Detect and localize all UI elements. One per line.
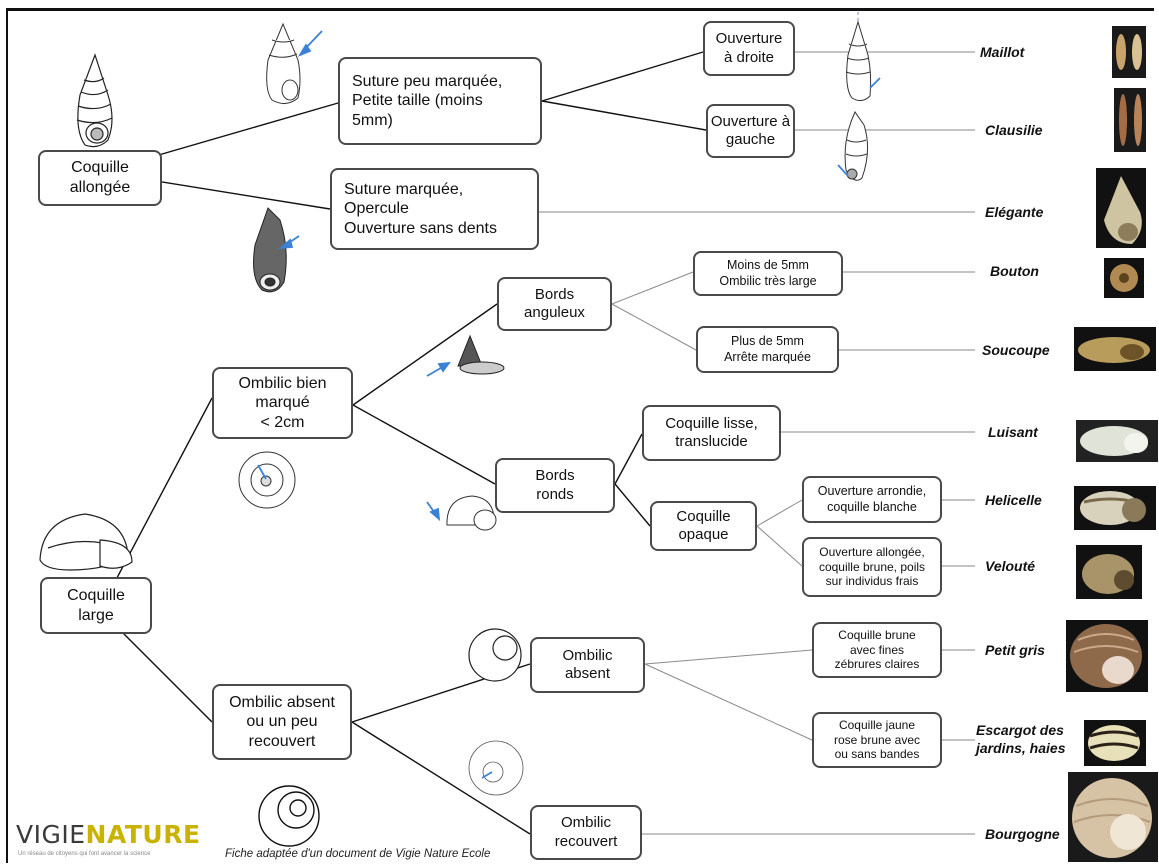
petit-gris-photo — [1066, 620, 1148, 692]
connector — [352, 404, 496, 485]
ombilic-bien-drawing — [238, 451, 296, 509]
arrow-icon — [297, 43, 312, 57]
arrow-icon — [429, 507, 441, 522]
node-moins-5mm: Moins de 5mm Ombilic très large — [693, 251, 843, 296]
page-frame — [6, 8, 1154, 863]
bottom-shell-drawing — [258, 785, 320, 847]
clausilie-photo — [1114, 88, 1146, 152]
species-veloute: Velouté — [985, 558, 1036, 574]
arrow-icon — [257, 464, 267, 480]
ombilic-absent-drawing — [468, 628, 522, 682]
elongated-shell-drawing — [76, 53, 113, 148]
arrow-icon — [437, 361, 451, 373]
connector — [756, 499, 803, 527]
elegante-drawing — [253, 207, 287, 293]
node-suture-marquee: Suture marquée, Opercule Ouverture sans … — [330, 168, 539, 250]
bords-ronds-drawing — [446, 495, 497, 531]
connector — [644, 663, 813, 741]
node-ouverture-droite: Ouverture à droite — [703, 21, 795, 76]
species-escargot-jardins: Escargot des jardins, haies — [976, 722, 1066, 757]
connector — [99, 397, 213, 611]
node-suture-peu-marquee: Suture peu marquée, Petite taille (moins… — [338, 57, 542, 145]
node-coquille-opaque: Coquille opaque — [650, 501, 757, 551]
logo-tagline: Un réseau de citoyens qui font avancer l… — [18, 851, 151, 857]
node-coquille-jaune: Coquille jaune rose brune avec ou sans b… — [812, 712, 942, 768]
maillot-drawing — [845, 12, 872, 102]
connector — [611, 303, 697, 351]
node-coquille-allongee: Coquille allongée — [38, 150, 162, 206]
elegante-photo — [1096, 168, 1146, 248]
vigie-nature-logo: VIGIENATURE — [16, 820, 201, 849]
luisant-photo — [1076, 420, 1158, 462]
node-bords-ronds: Bords ronds — [495, 458, 615, 513]
node-ouverture-arrondie: Ouverture arrondie, coquille blanche — [802, 476, 942, 523]
small-shell-drawing — [266, 22, 301, 104]
arrow-icon — [481, 771, 493, 779]
escargot-photo — [1084, 720, 1146, 766]
species-clausilie: Clausilie — [985, 122, 1043, 138]
maillot-photo — [1112, 26, 1146, 78]
connector — [541, 51, 704, 102]
connector — [351, 721, 531, 835]
node-coquille-large: Coquille large — [40, 577, 152, 634]
large-shell-drawing — [39, 513, 133, 571]
helicelle-photo — [1074, 486, 1156, 530]
species-maillot: Maillot — [980, 44, 1025, 60]
species-bouton: Bouton — [990, 263, 1039, 279]
species-helicelle: Helicelle — [985, 492, 1042, 508]
node-coquille-brune-zebrures: Coquille brune avec fines zébrures clair… — [812, 622, 942, 678]
bourgogne-photo — [1068, 772, 1158, 862]
node-ombilic-recouvert: Ombilic recouvert — [530, 805, 642, 860]
arrow-icon — [278, 238, 294, 250]
connector — [352, 303, 498, 406]
veloute-photo — [1076, 545, 1142, 599]
node-ombilic-absent: Ombilic absent — [530, 637, 645, 693]
clausilie-drawing — [844, 110, 868, 181]
node-bords-anguleux: Bords anguleux — [497, 277, 612, 331]
node-ombilic-absent-recouvert: Ombilic absent ou un peu recouvert — [212, 684, 352, 760]
node-ouverture-allongee: Ouverture allongée, coquille brune, poil… — [802, 537, 942, 597]
species-luisant: Luisant — [988, 424, 1038, 440]
node-ouverture-gauche: Ouverture à gauche — [706, 104, 795, 158]
species-elegante: Elégante — [985, 204, 1044, 220]
species-soucoupe: Soucoupe — [982, 342, 1050, 358]
connector — [614, 433, 643, 485]
connector — [611, 271, 694, 305]
soucoupe-photo — [1074, 327, 1156, 371]
connector — [644, 649, 813, 665]
bouton-photo — [1104, 258, 1144, 298]
node-ombilic-bien-marque: Ombilic bien marqué < 2cm — [212, 367, 353, 439]
connector — [756, 525, 803, 567]
species-petit-gris: Petit gris — [985, 642, 1045, 658]
arrow-icon — [837, 164, 849, 177]
species-bourgogne: Bourgogne — [985, 826, 1060, 842]
credit-note: Fiche adaptée d'un document de Vigie Nat… — [225, 848, 491, 860]
node-coquille-lisse: Coquille lisse, translucide — [642, 405, 781, 461]
connector — [614, 483, 651, 527]
arrow-icon — [869, 77, 881, 89]
ombilic-recouvert-drawing — [468, 740, 524, 796]
connector — [541, 100, 707, 131]
bords-anguleux-drawing — [457, 334, 505, 375]
node-plus-5mm: Plus de 5mm Arrête marquée — [696, 326, 839, 373]
